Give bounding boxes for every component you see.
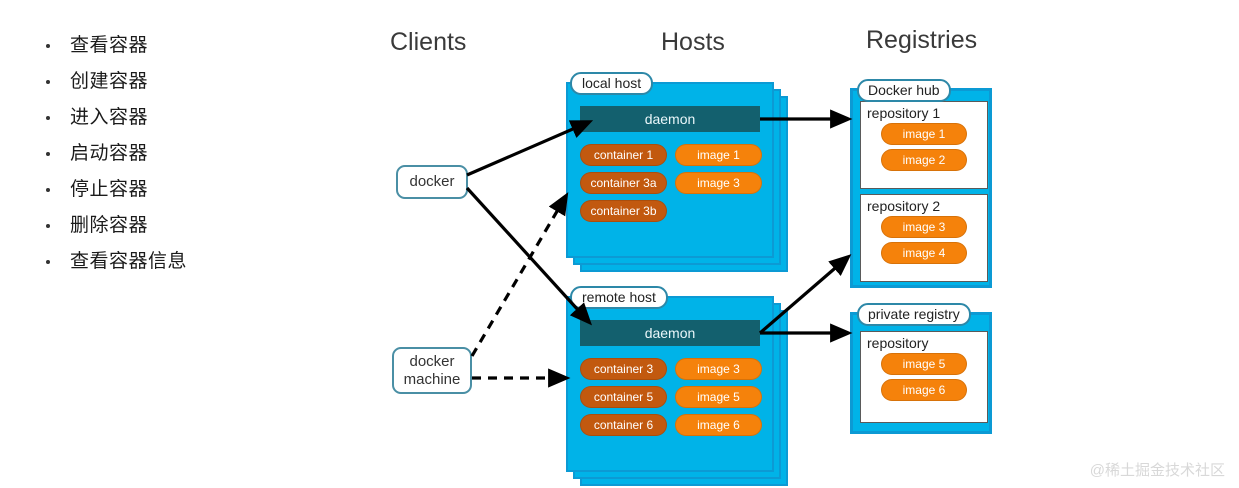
list-item: 查看容器 xyxy=(34,28,334,64)
container-pill: container 3a xyxy=(580,172,667,194)
client-node-docker-machine: docker machine xyxy=(392,347,472,394)
container-pill: container 6 xyxy=(580,414,667,436)
list-item: 创建容器 xyxy=(34,64,334,100)
repository-title: repository xyxy=(867,335,929,351)
column-header-clients: Clients xyxy=(390,28,467,56)
table-row: container 3a image 3 xyxy=(580,172,762,194)
repository-image-list: image 1 image 2 xyxy=(861,123,987,176)
column-header-registries: Registries xyxy=(866,26,978,54)
client-docker-machine-label-line1: docker xyxy=(409,352,455,370)
empty-slot xyxy=(675,200,762,222)
table-row: container 5 image 5 xyxy=(580,386,762,408)
repository-image-list: image 3 image 4 xyxy=(861,216,987,269)
table-row: container 1 image 1 xyxy=(580,144,762,166)
repository-2: repository 2 image 3 image 4 xyxy=(860,194,988,282)
local-host-pill-grid: container 1 image 1 container 3a image 3… xyxy=(580,144,762,228)
image-pill: image 3 xyxy=(675,358,762,380)
image-pill: image 4 xyxy=(881,242,967,264)
repository-1: repository 1 image 1 image 2 xyxy=(860,101,988,189)
registry-label-private-registry: private registry xyxy=(857,303,971,326)
container-pill: container 5 xyxy=(580,386,667,408)
container-pill: container 3 xyxy=(580,358,667,380)
host-label-local-host: local host xyxy=(570,72,654,95)
daemon-bar-local: daemon xyxy=(580,106,760,132)
client-docker-label: docker xyxy=(409,173,455,190)
registry-label-docker-hub: Docker hub xyxy=(857,79,951,102)
image-pill: image 3 xyxy=(675,172,762,194)
table-row: container 6 image 6 xyxy=(580,414,762,436)
watermark: @稀土掘金技术社区 xyxy=(1089,462,1225,479)
table-row: container 3b xyxy=(580,200,762,222)
client-node-docker: docker xyxy=(396,165,468,199)
image-pill: image 2 xyxy=(881,149,967,171)
registry-docker-hub: Docker hub repository 1 image 1 image 2 … xyxy=(850,79,992,288)
remote-host-pill-grid: container 3 image 3 container 5 image 5 … xyxy=(580,358,762,442)
feature-bullet-list: 查看容器 创建容器 进入容器 启动容器 停止容器 删除容器 查看容器信息 xyxy=(34,28,334,280)
repository-image-list: image 5 image 6 xyxy=(861,353,987,406)
list-item: 停止容器 xyxy=(34,172,334,208)
list-item: 删除容器 xyxy=(34,208,334,244)
image-pill: image 6 xyxy=(675,414,762,436)
repository-private: repository image 5 image 6 xyxy=(860,331,988,423)
image-pill: image 5 xyxy=(881,353,967,375)
column-header-hosts: Hosts xyxy=(661,28,725,56)
host-local-host: local host daemon container 1 image 1 co… xyxy=(566,72,788,272)
image-pill: image 1 xyxy=(675,144,762,166)
client-docker-machine-label-line2: machine xyxy=(403,370,461,388)
image-pill: image 3 xyxy=(881,216,967,238)
host-label-remote-host: remote host xyxy=(570,286,668,309)
image-pill: image 6 xyxy=(881,379,967,401)
arrow-docker-machine-to-local-host xyxy=(470,192,569,357)
registry-private-registry: private registry repository image 5 imag… xyxy=(850,303,992,434)
repository-title: repository 1 xyxy=(867,105,941,121)
host-remote-host: remote host daemon container 3 image 3 c… xyxy=(566,286,788,486)
repository-title: repository 2 xyxy=(867,198,941,214)
image-pill: image 1 xyxy=(881,123,967,145)
table-row: container 3 image 3 xyxy=(580,358,762,380)
container-pill: container 3b xyxy=(580,200,667,222)
image-pill: image 5 xyxy=(675,386,762,408)
daemon-bar-remote: daemon xyxy=(580,320,760,346)
container-pill: container 1 xyxy=(580,144,667,166)
list-item: 查看容器信息 xyxy=(34,244,334,280)
list-item: 启动容器 xyxy=(34,136,334,172)
list-item: 进入容器 xyxy=(34,100,334,136)
